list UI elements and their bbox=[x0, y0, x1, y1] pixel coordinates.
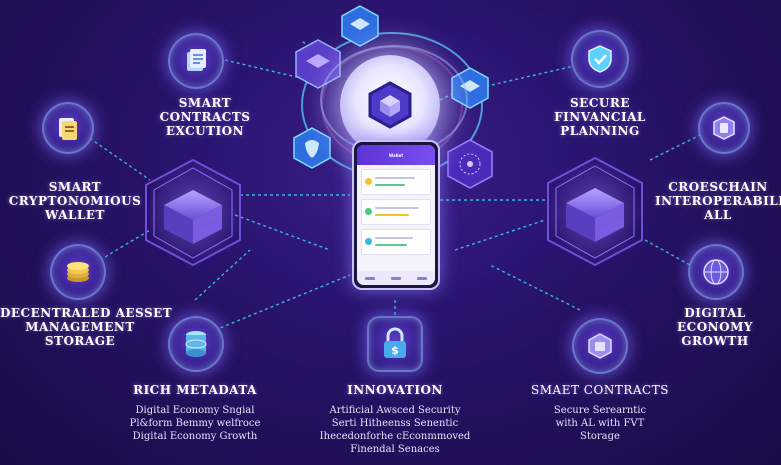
shield-icon bbox=[588, 333, 612, 359]
label-line: Artificial Awsced Security bbox=[329, 405, 461, 416]
sublabel-rich-metadata: Digital Economy Sngial Pl&form Bemmy wel… bbox=[115, 404, 275, 443]
label-smart-wallet: SMART CRYPTONOMIOUS WALLET bbox=[5, 180, 145, 222]
shield-icon bbox=[588, 45, 612, 73]
label-line: INTEROPERABILITY bbox=[655, 194, 781, 208]
core-orb bbox=[340, 55, 440, 155]
database-icon bbox=[185, 331, 207, 357]
label-line: with AL with FVT bbox=[555, 418, 645, 429]
cube-logo-icon bbox=[368, 81, 412, 129]
phone-tab-bar[interactable] bbox=[357, 271, 435, 285]
atom-icon bbox=[447, 139, 493, 189]
document-stack-icon bbox=[59, 118, 77, 140]
padlock-dollar-icon: $ bbox=[384, 327, 406, 358]
label-line: RICH METADATA bbox=[133, 383, 257, 397]
blockchain-hex-icon bbox=[713, 116, 735, 140]
document-stack-icon bbox=[187, 49, 206, 71]
label-line: WALLET bbox=[45, 208, 105, 222]
label-line: CROESCHAIN bbox=[668, 180, 768, 194]
label-line: SECURE bbox=[570, 96, 630, 110]
server-stack-icon bbox=[145, 158, 241, 267]
phone-screen: Wallet bbox=[357, 145, 435, 285]
label-line: Ihecedonforhe cEconmmoved bbox=[319, 431, 471, 442]
label-crosschain: CROESCHAIN INTEROPERABILITY ALL bbox=[655, 180, 781, 222]
label-line: CONTRACTS bbox=[159, 110, 251, 124]
label-line: Secure Serearntic bbox=[553, 405, 647, 416]
label-line: STORAGE bbox=[44, 334, 116, 348]
blockchain-hex-icon bbox=[341, 5, 379, 47]
svg-text:$: $ bbox=[391, 344, 399, 357]
phone-header-title: Wallet bbox=[388, 152, 404, 158]
contracts-node bbox=[168, 33, 224, 89]
sublabel-innovation: Artificial Awsced Security Serti Hitheen… bbox=[310, 404, 480, 456]
phone-header: Wallet bbox=[357, 145, 435, 165]
label-decentralized-asset: DECENTRALED AESSET MANAGEMENT STORAGE bbox=[0, 306, 173, 348]
label-line: PLANNING bbox=[560, 124, 640, 138]
label-line: DECENTRALED AESSET bbox=[0, 306, 173, 320]
label-line: Digital Economy Growth bbox=[132, 431, 258, 442]
contracts-bottom-node bbox=[572, 318, 628, 374]
coin-stack-icon bbox=[67, 262, 89, 282]
secure-node bbox=[571, 30, 629, 88]
asset-node bbox=[50, 244, 106, 300]
wallet-node bbox=[42, 102, 94, 154]
label-line: EXCUTION bbox=[165, 124, 245, 138]
blockchain-hex-icon bbox=[547, 156, 643, 267]
label-line: SMART bbox=[178, 96, 232, 110]
label-line: INNOVATION bbox=[347, 383, 443, 397]
digital-economy-node bbox=[688, 244, 744, 300]
label-line: MANAGEMENT bbox=[25, 320, 135, 334]
innovation-node: $ bbox=[367, 316, 423, 372]
label-line: SMAET CONTRACTS bbox=[531, 383, 669, 397]
label-line: Digital Economy Sngial bbox=[135, 405, 255, 416]
label-line: ALL bbox=[704, 208, 732, 222]
label-line: GROWTH bbox=[681, 334, 749, 348]
list-item[interactable] bbox=[361, 229, 431, 255]
label-line: Serti Hitheenss Senentic bbox=[331, 418, 459, 429]
label-smart-contracts-execution: SMART CONTRACTS EXCUTION bbox=[150, 96, 260, 138]
crosschain-node bbox=[698, 102, 750, 154]
list-item[interactable] bbox=[361, 199, 431, 225]
globe-icon bbox=[703, 259, 729, 285]
label-line: DIGITAL bbox=[684, 306, 746, 320]
label-line: FINVANCIAL bbox=[554, 110, 646, 124]
label-line: Pl&form Bemmy welfroce bbox=[129, 418, 261, 429]
metadata-node bbox=[168, 316, 224, 372]
label-secure-financial: SECURE FINVANCIAL PLANNING bbox=[540, 96, 660, 138]
wallet-phone[interactable]: Wallet bbox=[352, 140, 440, 290]
shield-icon bbox=[293, 127, 331, 169]
label-line: Finendal Senaces bbox=[350, 444, 440, 455]
label-line: Storage bbox=[580, 431, 620, 442]
label-digital-economy: DIGITAL ECONOMY GROWTH bbox=[660, 306, 770, 348]
sublabel-smart-contracts-bottom: Secure Serearntic with AL with FVT Stora… bbox=[530, 404, 670, 443]
label-smart-contracts-bottom: SMAET CONTRACTS bbox=[530, 383, 670, 397]
label-rich-metadata: RICH METADATA bbox=[125, 383, 265, 397]
label-line: SMART bbox=[48, 180, 102, 194]
label-line: CRYPTONOMIOUS bbox=[8, 194, 142, 208]
label-innovation: INNOVATION bbox=[335, 383, 455, 397]
list-item[interactable] bbox=[361, 169, 431, 195]
label-line: ECONOMY bbox=[677, 320, 753, 334]
